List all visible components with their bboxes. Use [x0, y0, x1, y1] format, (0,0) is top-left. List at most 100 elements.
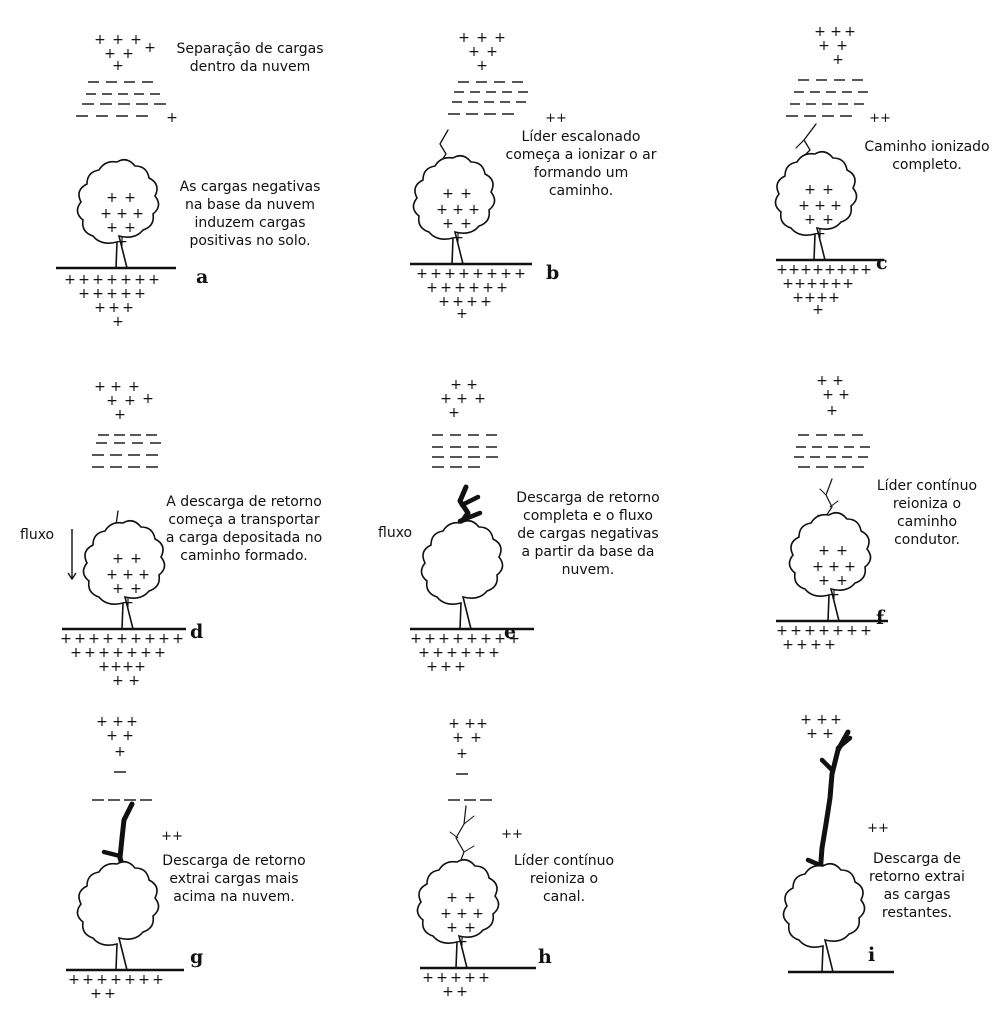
- cloud-charge-plus: +: [144, 40, 156, 56]
- panel-b-caption: Líder escalonado começa a ionizar o ar f…: [505, 129, 657, 199]
- tree-charge-plus: +: [804, 212, 816, 228]
- panel-i-caption: Descarga de retorno extrai as cargas res…: [869, 851, 965, 921]
- ground-charge-plus: +: [486, 266, 498, 282]
- ground-charge-plus: +: [84, 645, 96, 661]
- cloud-charge-plus: +: [832, 373, 844, 389]
- tree-charge-plus: +: [822, 182, 834, 198]
- ground-charge-plus: +: [454, 280, 466, 296]
- ground-charge-plus: +: [78, 272, 90, 288]
- ground-charge-plus: +: [120, 272, 132, 288]
- ground-charge-plus: +: [440, 280, 452, 296]
- tree-charge-plus: +: [106, 190, 118, 206]
- tree-charge-plus: +: [468, 202, 480, 218]
- ground-charge-plus: +: [494, 631, 506, 647]
- ground-charge-plus: +: [98, 659, 110, 675]
- ground-charge-plus: +: [82, 972, 94, 988]
- ground-charge-plus: +: [860, 623, 872, 639]
- ground-charge-plus: +: [444, 266, 456, 282]
- cloud-charge-plus: +: [126, 714, 138, 730]
- ground-charge-plus: +: [148, 272, 160, 288]
- leader-branch: [829, 500, 839, 508]
- panel-d-letter: d: [190, 621, 204, 643]
- ground-charge-plus: +: [432, 645, 444, 661]
- ground-charge-plus: +: [88, 631, 100, 647]
- tree-charge-plus: +: [442, 186, 454, 202]
- leader-branch: [459, 494, 481, 508]
- cloud-charge-plus: +: [844, 24, 856, 40]
- panel-g: +++++++++++++++++ Descarga de retorno ex…: [0, 678, 336, 1017]
- tree-charge-plus: +: [818, 543, 830, 559]
- cloud-charge-plus: +: [826, 403, 838, 419]
- cloud-charge-plus: +: [94, 379, 106, 395]
- panel-d-caption: A descarga de retorno começa a transport…: [165, 494, 323, 564]
- tree-charge-plus: +: [456, 906, 468, 922]
- cloud-charge-plus: +: [456, 746, 468, 762]
- tree-charge-plus: +: [814, 198, 826, 214]
- ground-charge-plus: +: [788, 262, 800, 278]
- ground-charge-plus: +: [60, 631, 72, 647]
- panel-h-caption: Líder contínuo reioniza o canal.: [513, 853, 615, 905]
- ground-charge-plus: +: [810, 637, 822, 653]
- leader-branch: [463, 815, 475, 825]
- ground-charge-plus: +: [74, 631, 86, 647]
- cloud-charge-plus: +: [448, 716, 460, 732]
- ground-charge-plus: +: [488, 645, 500, 661]
- ground-charge-plus: +: [478, 970, 490, 986]
- ground-charge-plus: +: [832, 623, 844, 639]
- cloud-charge-plus: +: [830, 24, 842, 40]
- ground-charge-plus: +: [782, 637, 794, 653]
- cloud-charge-plus: +: [450, 377, 462, 393]
- tree: [420, 519, 504, 630]
- ground-charge-plus: +: [796, 637, 808, 653]
- panel-e-flow-label: fluxo: [378, 525, 413, 541]
- ground-charge-plus: +: [64, 272, 76, 288]
- ground-charge-plus: +: [446, 645, 458, 661]
- cloud-charge-plus: +: [822, 387, 834, 403]
- ground-charge-plus: +: [410, 631, 422, 647]
- cloud-charge-plus: +: [112, 58, 124, 74]
- ground-charge-plus: +: [824, 262, 836, 278]
- ground-charge-plus: +: [106, 286, 118, 302]
- ground-charge-plus: +: [450, 970, 462, 986]
- flow-arrow-down-head: [67, 572, 77, 581]
- panel-d-drawing: ++++++++++++++++++++++++++++++++++++ +: [0, 339, 186, 689]
- cloud-charge-plus: ++: [545, 111, 567, 126]
- tree: [774, 150, 858, 261]
- ground-charge-plus: +: [134, 272, 146, 288]
- tree-charge-plus: +: [112, 581, 124, 597]
- tree-charge-plus: +: [464, 890, 476, 906]
- cloud-charge-plus: +: [476, 58, 488, 74]
- ground-charge-plus: +: [860, 262, 872, 278]
- tree-charge-plus: +: [472, 906, 484, 922]
- ground-charge-plus: +: [496, 280, 508, 296]
- ground-charge-plus: +: [70, 645, 82, 661]
- ground-charge-plus: +: [438, 294, 450, 310]
- tree-charge-plus: +: [116, 234, 128, 250]
- ground-charge-plus: +: [460, 645, 472, 661]
- leader-branch: [795, 139, 805, 149]
- tree-charge-plus: +: [122, 595, 134, 611]
- panel-b-letter: b: [546, 262, 560, 284]
- ground-charge-plus: +: [468, 280, 480, 296]
- leader-branch: [819, 488, 827, 496]
- tree-charge-plus: +: [446, 890, 458, 906]
- ground-charge-plus: +: [438, 631, 450, 647]
- tree-charge-plus: +: [132, 206, 144, 222]
- ground-charge-plus: +: [782, 276, 794, 292]
- panel-c-letter: c: [876, 252, 888, 274]
- cloud-charge-plus: +: [832, 52, 844, 68]
- ground-charge-plus: +: [464, 970, 476, 986]
- ground-charge-plus: +: [804, 623, 816, 639]
- panel-f-drawing: ++++++++++++++++++++++++: [672, 339, 888, 653]
- ground-charge-plus: +: [792, 290, 804, 306]
- tree-charge-plus: +: [446, 920, 458, 936]
- tree: [788, 511, 872, 622]
- cloud-charge-plus: +: [830, 712, 842, 728]
- ground-charge-plus: +: [440, 659, 452, 675]
- panel-a: ++++++++++++++++++++++++++++++++ Separaç…: [0, 0, 336, 339]
- tree-charge-plus: +: [122, 567, 134, 583]
- cloud-charge-plus: +: [112, 32, 124, 48]
- ground-charge-plus: +: [436, 970, 448, 986]
- cloud-charge-plus: +: [452, 730, 464, 746]
- tree: [76, 860, 160, 971]
